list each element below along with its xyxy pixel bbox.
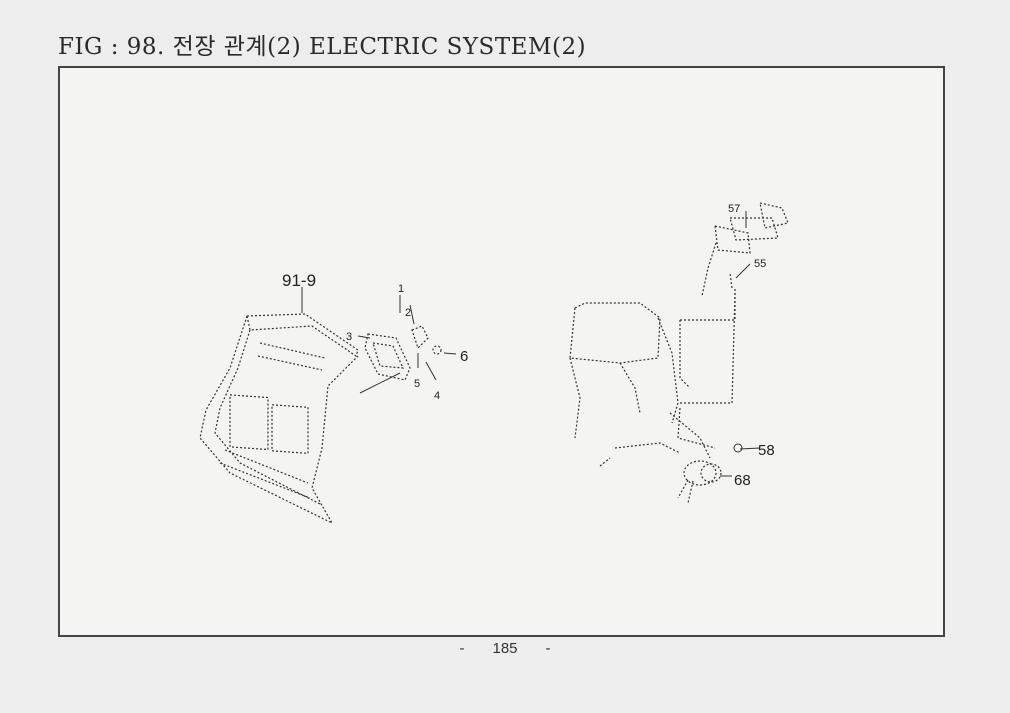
horn-part bbox=[677, 460, 722, 504]
vehicle-body-outline bbox=[569, 302, 711, 467]
parts-diagram: 91-9 1 2 3 4 5 6 57 55 58 68 bbox=[199, 202, 789, 525]
page-dash-left: - bbox=[459, 640, 465, 657]
wiring-harness bbox=[677, 242, 736, 449]
callout-grille: 91-9 bbox=[282, 271, 316, 290]
callout-55: 55 bbox=[754, 258, 766, 270]
page-dash-right: - bbox=[545, 640, 551, 657]
diagram-frame: 91-9 1 2 3 4 5 6 57 55 58 68 bbox=[58, 66, 945, 637]
page-number: - 185 - bbox=[0, 640, 1010, 657]
callout-5: 5 bbox=[414, 378, 420, 390]
combination-lamp-part bbox=[714, 202, 789, 254]
callout-1: 1 bbox=[398, 283, 404, 295]
callout-2: 2 bbox=[405, 307, 411, 319]
callout-68: 68 bbox=[734, 472, 751, 489]
callout-6: 6 bbox=[460, 348, 468, 365]
headlamp-part bbox=[364, 325, 442, 381]
callout-58: 58 bbox=[758, 442, 775, 459]
callout-3: 3 bbox=[346, 331, 352, 343]
callout-57: 57 bbox=[728, 203, 740, 215]
callout-4: 4 bbox=[434, 390, 440, 402]
page-number-value: 185 bbox=[492, 640, 518, 657]
figure-title: FIG : 98. 전장 관계(2) ELECTRIC SYSTEM(2) bbox=[58, 34, 587, 60]
grille-part bbox=[199, 313, 359, 525]
